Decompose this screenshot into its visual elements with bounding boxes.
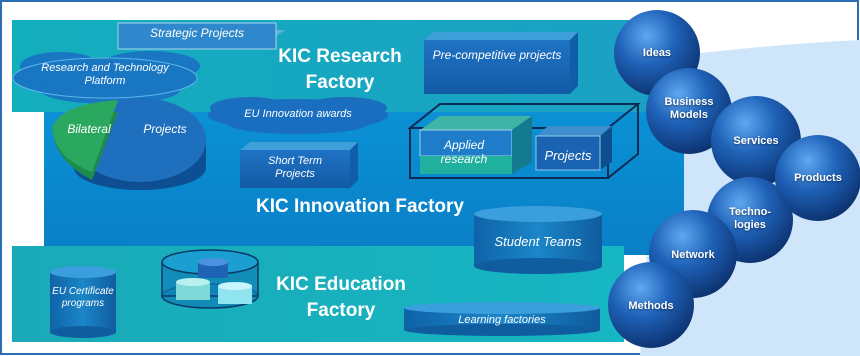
eu-certificate-label: EU Certificate programs <box>52 286 114 309</box>
short-term-label: Short Term Projects <box>267 155 322 180</box>
certificate-cylinder <box>50 266 116 338</box>
research-cloud <box>12 51 200 104</box>
sphere-products <box>775 135 860 221</box>
eu-awards-cloud <box>208 97 388 134</box>
learning-factories-label: Learning factories <box>458 314 546 326</box>
precomp-side <box>570 32 578 94</box>
bilateral-label: Bilateral <box>67 122 111 136</box>
projects-box-label: Projects <box>544 148 592 163</box>
strategic-box <box>117 22 277 50</box>
sphere-methods <box>608 262 694 348</box>
projects-pie-label: Projects <box>143 122 187 136</box>
research-platform-label: Research and Technology Platform <box>41 62 169 87</box>
precomp-top <box>424 32 578 40</box>
precomp-box <box>424 40 570 94</box>
eu-awards-label: EU Innovation awards <box>244 108 352 120</box>
sphere-business-models <box>646 68 732 154</box>
research-factory-title: KIC Research Factory <box>278 46 402 93</box>
student-cylinder <box>474 206 602 274</box>
sphere-business-models-label: Business Models <box>664 96 714 121</box>
applied-research-label: Applied research <box>440 138 488 167</box>
short-term-box <box>240 150 350 188</box>
sphere-network-label: Network <box>671 249 715 261</box>
student-teams-label: Student Teams <box>494 234 582 249</box>
pie-chart <box>52 98 206 190</box>
projects-box <box>535 135 601 171</box>
sphere-methods-label: Methods <box>628 300 674 312</box>
applied-box-lower <box>420 156 512 174</box>
strategic-projects-label: Strategic Projects <box>149 26 245 40</box>
education-factory-title: KIC Education Factory <box>276 274 406 321</box>
cylinder-cluster <box>161 249 259 309</box>
precompetitive-label: Pre-competitive projects <box>432 48 562 62</box>
sphere-ideas-label: Ideas <box>642 47 672 59</box>
innovation-factory-title: KIC Innovation Factory <box>256 196 464 217</box>
applied-box <box>419 129 513 157</box>
sphere-products-label: Products <box>794 172 842 184</box>
sphere-technologies-label: Techno-logies <box>729 206 771 231</box>
learning-cylinder <box>404 302 600 336</box>
applied-top <box>420 116 532 130</box>
sphere-services-label: Services <box>733 135 779 147</box>
